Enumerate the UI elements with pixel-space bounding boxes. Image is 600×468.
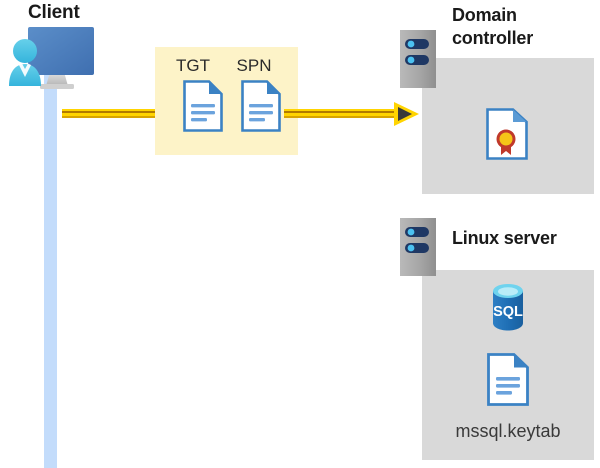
spn-document-icon	[241, 80, 281, 132]
tgt-document-icon	[183, 80, 223, 132]
domain-controller-label: Domain controller	[452, 5, 534, 48]
domain-controller-server-icon	[400, 30, 436, 88]
linux-server-server-icon	[400, 218, 436, 276]
keytab-document-icon	[487, 353, 529, 406]
keytab-filename-label: mssql.keytab	[455, 421, 561, 441]
client-lifeline-bar	[44, 70, 57, 468]
client-label: Client	[28, 2, 80, 23]
sql-badge-text: SQL	[493, 304, 523, 320]
linux-server-label: Linux server	[452, 228, 557, 248]
certificate-document-icon	[486, 108, 528, 160]
client-workstation-icon	[6, 24, 100, 96]
tgt-label: TGT	[176, 56, 210, 75]
connector-line-right	[284, 109, 396, 118]
spn-label: SPN	[236, 56, 272, 75]
connector-line-left	[62, 109, 166, 118]
flow-arrow-icon	[393, 100, 421, 128]
sql-database-icon: SQL	[486, 282, 530, 332]
